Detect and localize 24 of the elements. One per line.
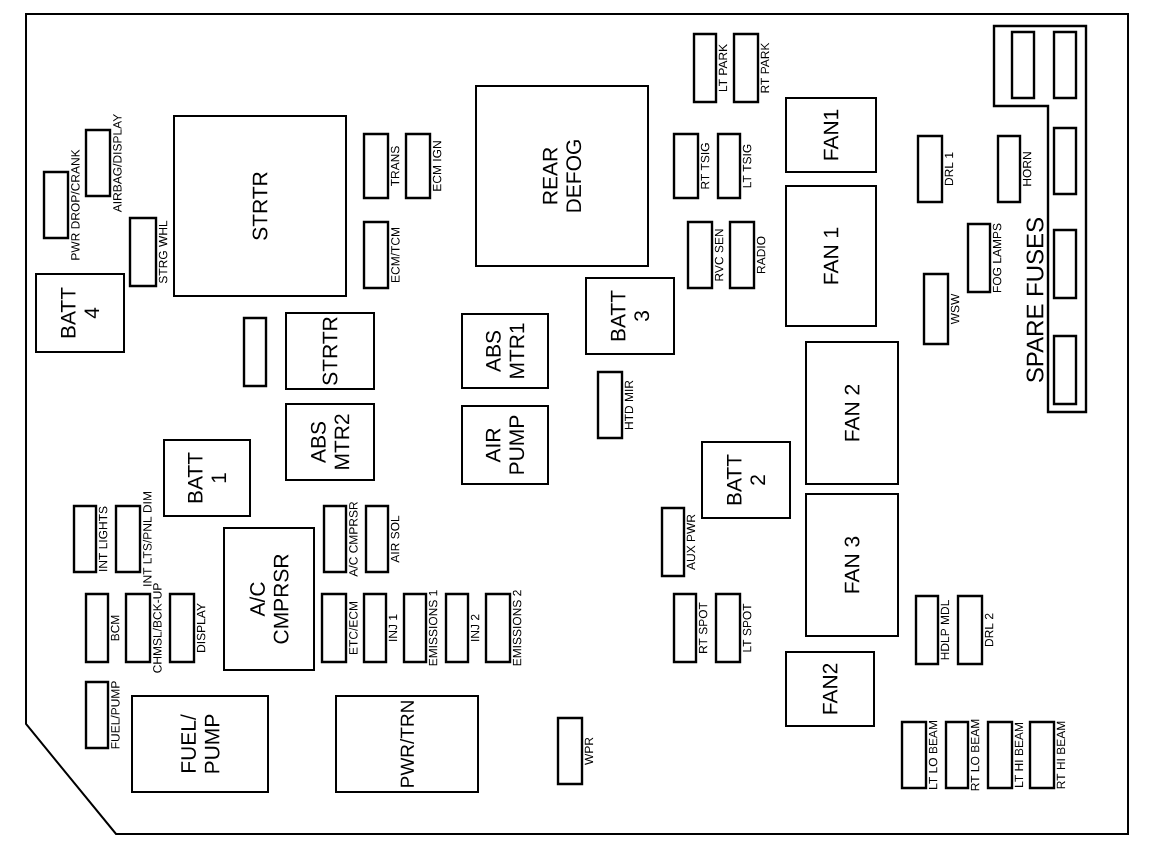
component-box: ABS MTR2 xyxy=(285,403,375,481)
component-box: PWR/TRN xyxy=(335,695,479,793)
fuse-slot xyxy=(1052,126,1078,196)
component-box: REAR DEFOG xyxy=(475,85,649,267)
component-box: BATT 3 xyxy=(585,277,675,355)
component-box: BATT 4 xyxy=(35,273,125,353)
fuse-slot xyxy=(1052,334,1078,406)
fuse-slot xyxy=(1010,30,1036,100)
component-box: ABS MTR1 xyxy=(461,313,549,389)
fuse-slot xyxy=(1052,30,1078,100)
component-box: A/C CMPRSR xyxy=(223,527,315,671)
component-box: FAN 1 xyxy=(785,185,877,327)
component-box: BATT 1 xyxy=(163,439,251,517)
fuse-slot xyxy=(1052,228,1078,300)
component-box: FUEL/ PUMP xyxy=(131,695,269,793)
component-box: FAN 3 xyxy=(805,493,899,637)
component-box: STRTR xyxy=(285,312,375,390)
component-box: STRTR xyxy=(173,115,347,297)
component-box: BATT 2 xyxy=(701,441,791,519)
component-box: AIR PUMP xyxy=(461,405,549,485)
component-box: FAN2 xyxy=(785,651,875,727)
component-box: FAN1 xyxy=(785,97,877,173)
component-box: FAN 2 xyxy=(805,341,899,485)
fuse-slot xyxy=(242,316,268,388)
